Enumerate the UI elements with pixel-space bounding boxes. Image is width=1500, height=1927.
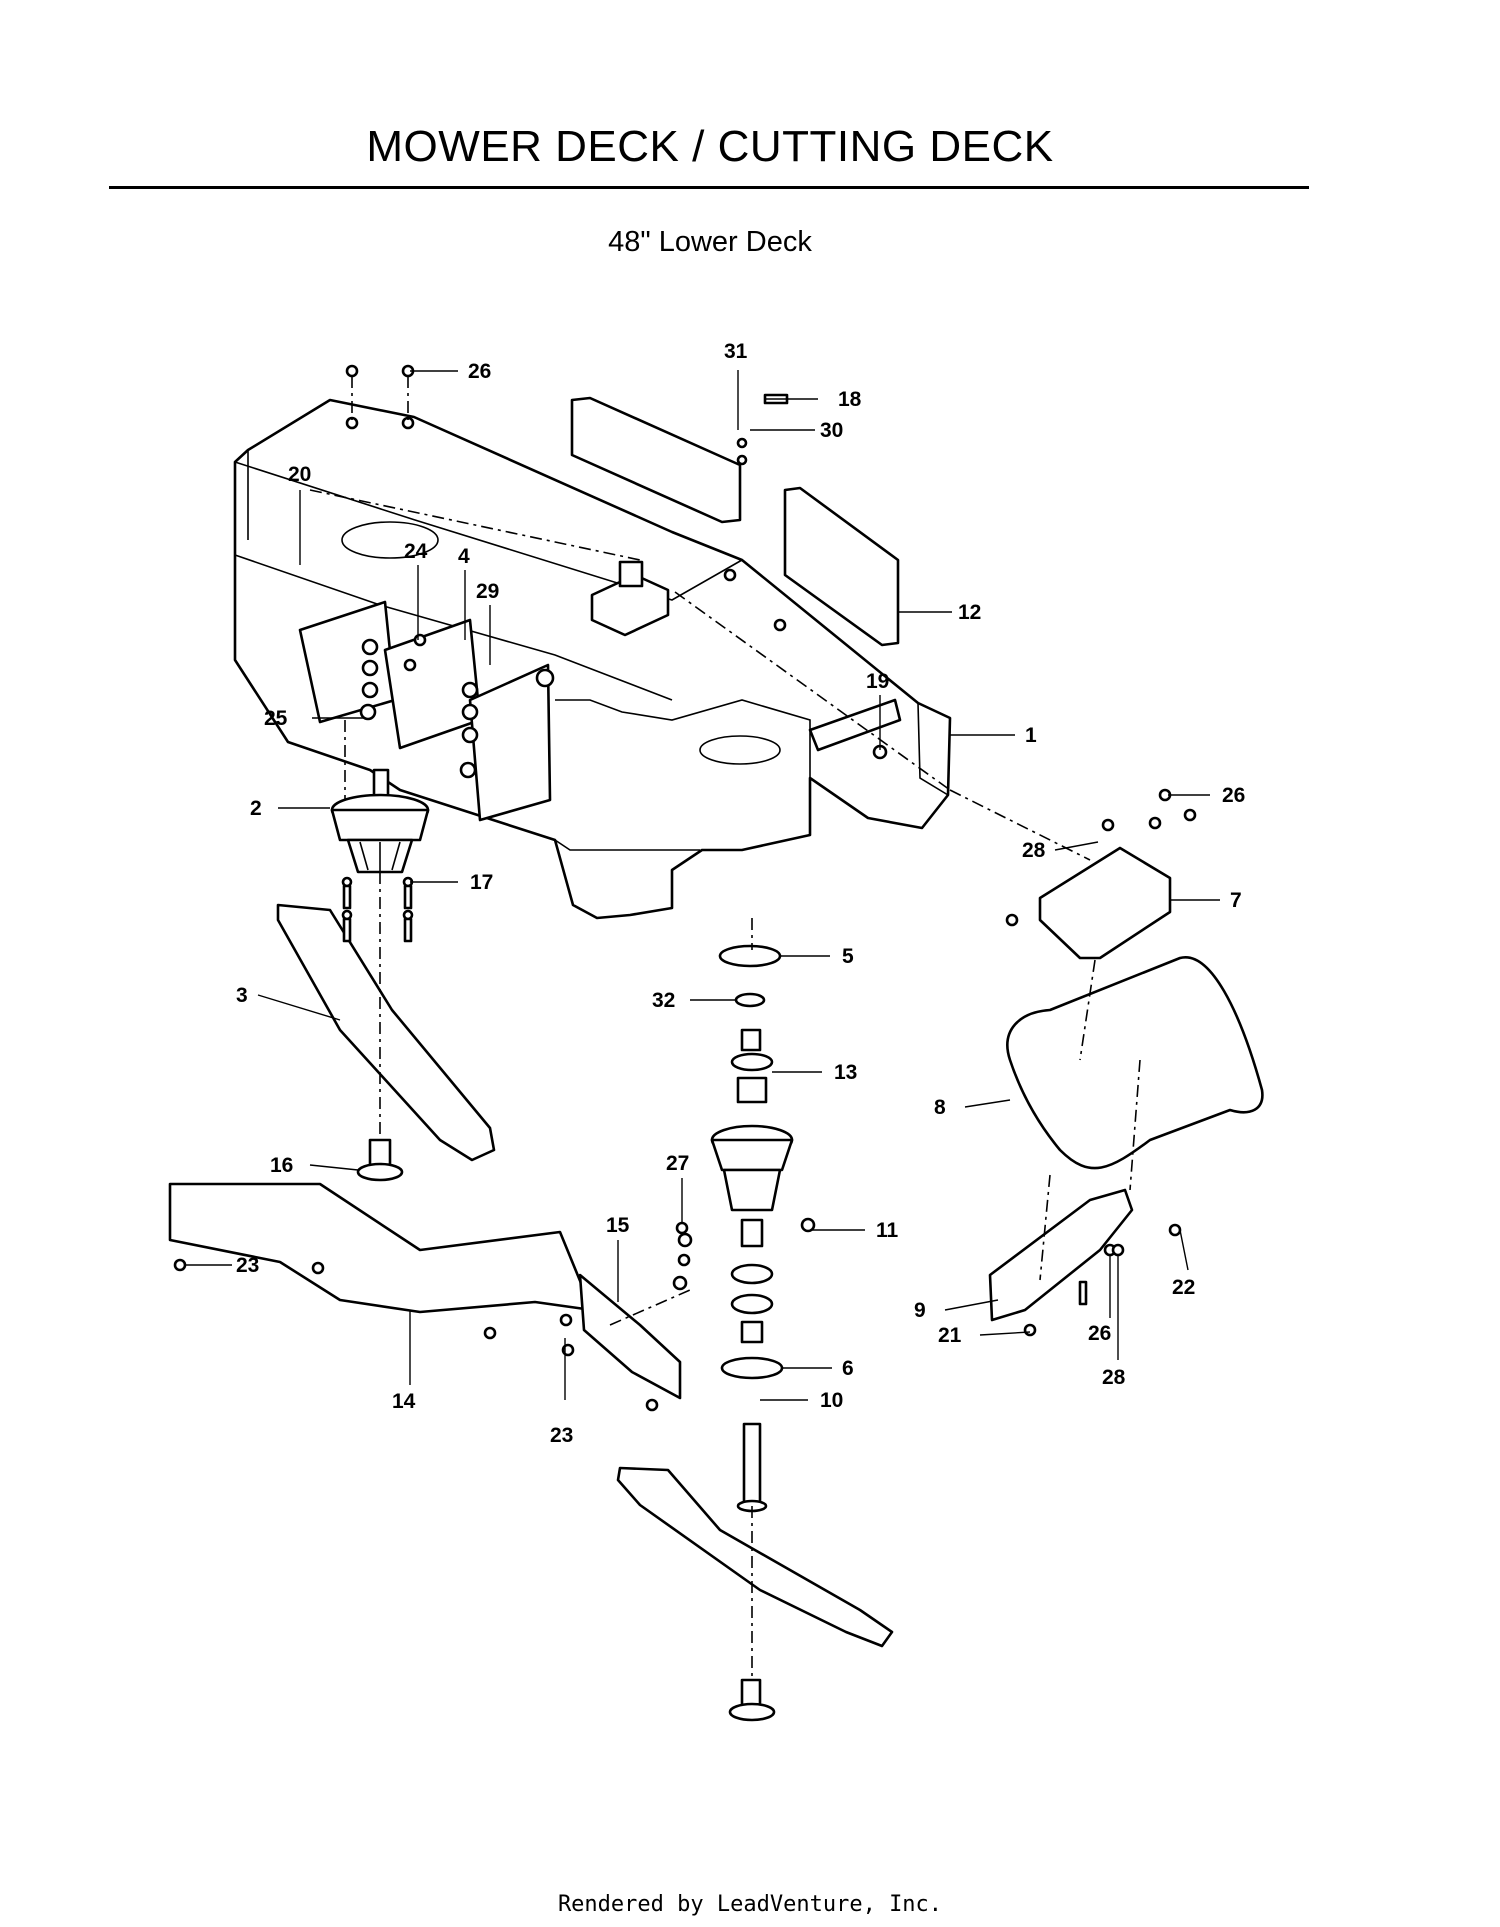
- discharge-bracket: [1038, 846, 1172, 960]
- callout-23: 23: [236, 1254, 259, 1277]
- baffle-15: [578, 1273, 682, 1400]
- callout-30: 30: [820, 419, 843, 442]
- part-callouts: 26 31 18 30 20 24 4 29 12 19 25 1 26 2 2…: [236, 340, 1245, 1447]
- callout-17: 17: [470, 871, 493, 894]
- callout-31: 31: [724, 340, 748, 363]
- callout-18: 18: [838, 388, 862, 411]
- footer-credit: Rendered by LeadVenture, Inc.: [557, 1892, 943, 1917]
- page-subtitle: 48" Lower Deck: [608, 226, 812, 258]
- callout-27: 27: [666, 1152, 689, 1175]
- callout-6: 6: [842, 1357, 854, 1380]
- chute-deflector: [988, 1188, 1134, 1322]
- assembly-centerlines: [309, 376, 1141, 1680]
- callout-4: 4: [458, 545, 470, 568]
- callout-25: 25: [264, 707, 288, 730]
- left-blade-adapter: [356, 1138, 404, 1182]
- callout-28: 28: [1022, 839, 1046, 862]
- callout-21: 21: [938, 1324, 962, 1347]
- callout-26: 26: [1222, 784, 1245, 807]
- callout-23: 23: [550, 1424, 573, 1447]
- callout-11: 11: [876, 1219, 899, 1242]
- callout-8: 8: [934, 1096, 946, 1119]
- callout-1: 1: [1025, 724, 1037, 747]
- callout-10: 10: [820, 1389, 843, 1412]
- callout-16: 16: [270, 1154, 293, 1177]
- callout-20: 20: [288, 463, 311, 486]
- deck-board-31: [570, 396, 742, 524]
- callout-12: 12: [958, 601, 981, 624]
- title-rule: [109, 186, 1309, 189]
- callout-26: 26: [1088, 1322, 1111, 1345]
- left-spindle-assembly: [330, 768, 430, 874]
- callout-28: 28: [1102, 1366, 1126, 1389]
- deck-housing: [233, 398, 952, 920]
- center-blade-adapter: [728, 1678, 776, 1722]
- discharge-chute: [1006, 956, 1264, 1170]
- callout-7: 7: [1230, 889, 1242, 912]
- callout-9: 9: [914, 1299, 926, 1322]
- center-blade: [616, 1466, 894, 1648]
- page-title: MOWER DECK / CUTTING DECK: [366, 122, 1054, 171]
- leader-lines: [185, 370, 1220, 1401]
- callout-32: 32: [652, 989, 675, 1012]
- fasteners: [173, 364, 1197, 1412]
- center-spindle-stack: [710, 944, 794, 1513]
- deck-board-12: [783, 486, 900, 647]
- callout-13: 13: [834, 1061, 857, 1084]
- callout-5: 5: [842, 945, 854, 968]
- callout-22: 22: [1172, 1276, 1195, 1299]
- callout-24: 24: [404, 540, 428, 563]
- left-blade: [276, 903, 496, 1162]
- callout-2: 2: [250, 797, 262, 820]
- callout-26: 26: [468, 360, 491, 383]
- callout-3: 3: [236, 984, 248, 1007]
- callout-29: 29: [476, 580, 499, 603]
- callout-15: 15: [606, 1214, 630, 1237]
- baffle-14: [168, 1182, 594, 1314]
- callout-14: 14: [392, 1390, 416, 1413]
- callout-19: 19: [866, 670, 889, 693]
